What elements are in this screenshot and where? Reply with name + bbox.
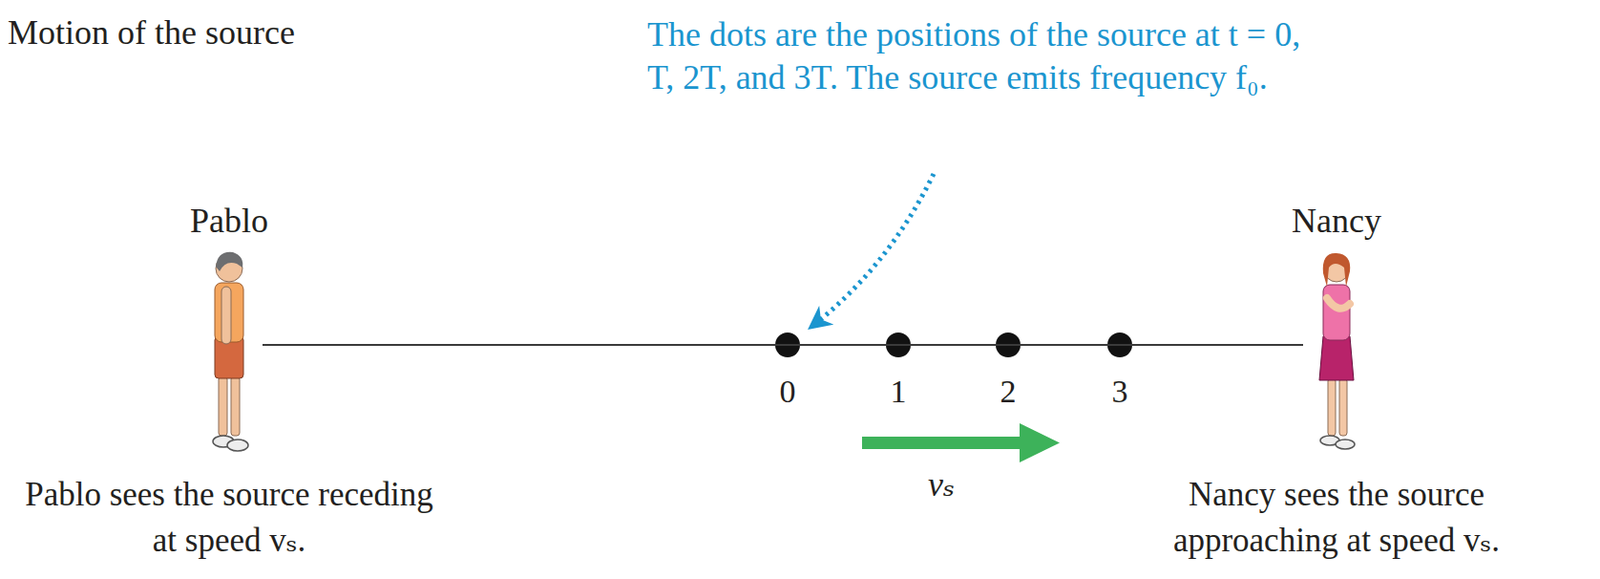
leader-arrow: [811, 173, 934, 327]
diagram-title: Motion of the source: [7, 11, 295, 54]
speed-label: vₛ: [927, 463, 955, 505]
observer-pablo: PabloPablo sees the source receding at s…: [195, 250, 263, 456]
observer-nancy: NancyNancy sees the source approaching a…: [1303, 250, 1370, 456]
dot-number: 3: [1112, 372, 1129, 411]
dot-number: 2: [1000, 372, 1017, 411]
observer-caption: Nancy sees the source approaching at spe…: [1102, 471, 1571, 564]
observer-name: Pablo: [189, 200, 269, 241]
dot-number: 1: [890, 372, 907, 411]
nancy-figure: [1319, 252, 1355, 449]
pablo-figure: [212, 252, 249, 451]
dot-number: 0: [779, 372, 797, 411]
velocity-arrow: [862, 422, 1060, 463]
observer-name: Nancy: [1291, 200, 1382, 241]
sight-line: [262, 343, 1304, 346]
callout-note: The dots are the positions of the source…: [647, 13, 1316, 100]
observer-caption: Pablo sees the source receding at speed …: [9, 471, 449, 564]
